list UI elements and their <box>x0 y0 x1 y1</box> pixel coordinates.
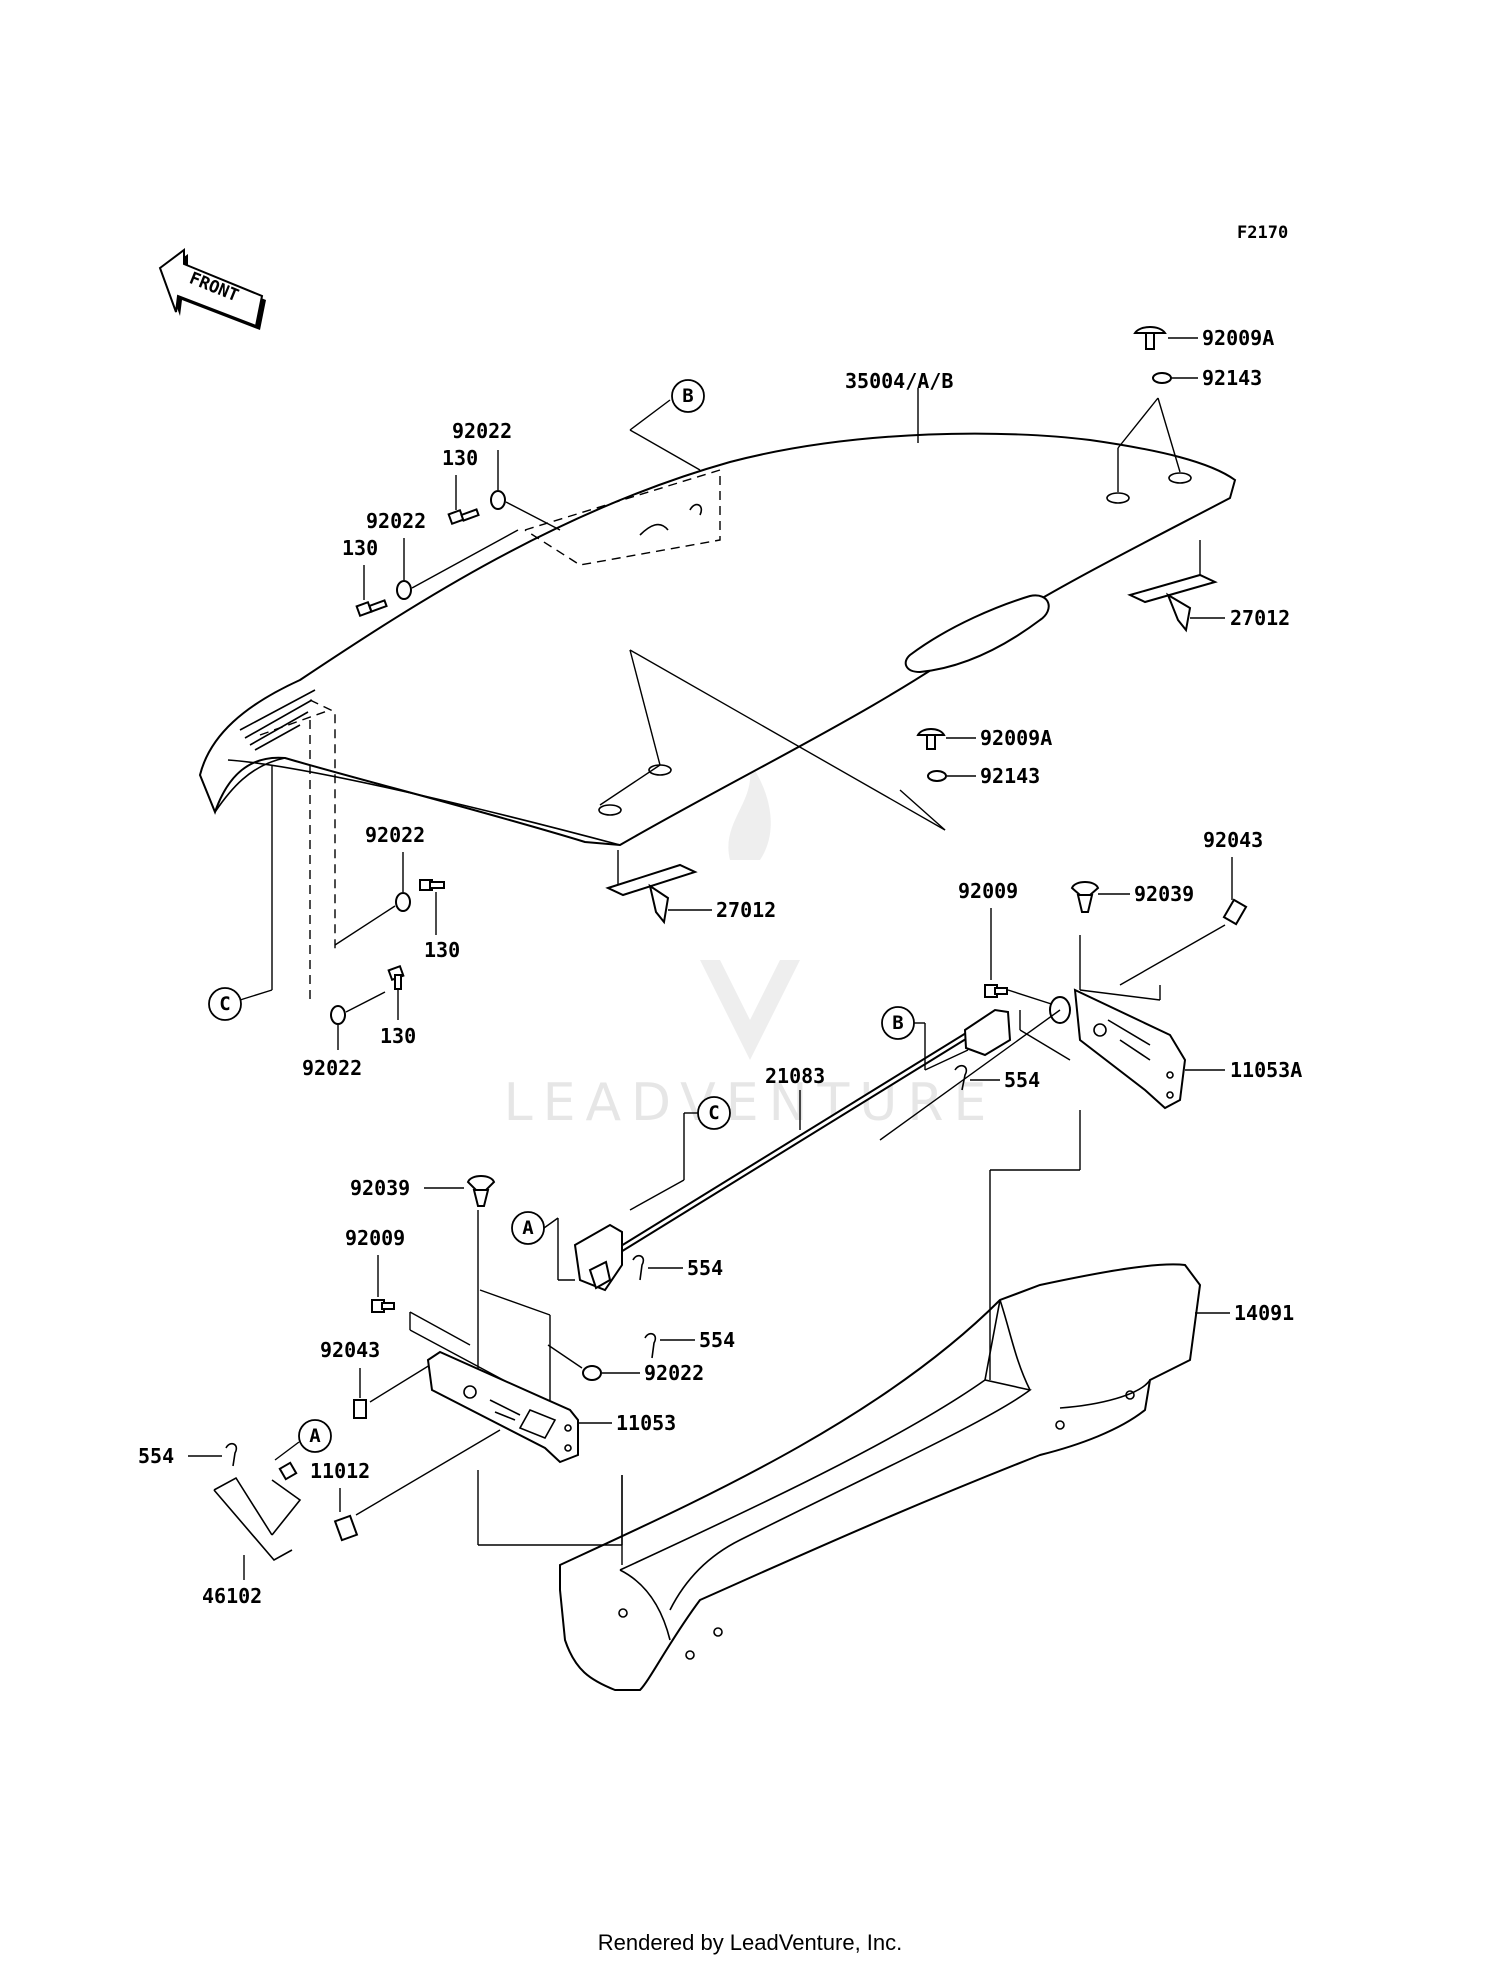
footer-credit: Rendered by LeadVenture, Inc. <box>598 1930 903 1955</box>
washer-92022-a <box>490 490 506 510</box>
front-arrow-icon: FRONT <box>158 248 266 330</box>
part-label-554-a: 554 <box>1004 1068 1040 1092</box>
part-label-11053A: 11053A <box>1230 1058 1302 1082</box>
cotter-pin-554-d <box>225 1442 238 1467</box>
part-label-92009A-top: 92009A <box>1202 326 1274 350</box>
washer-92143-top <box>1152 372 1172 384</box>
part-label-92009-left: 92009 <box>345 1226 405 1250</box>
part-label-92143-top: 92143 <box>1202 366 1262 390</box>
roof-panel <box>198 432 1237 1000</box>
part-label-92022-d: 92022 <box>302 1056 362 1080</box>
prop-rod-46102 <box>213 1461 302 1562</box>
figure-code: F2170 <box>1237 223 1288 243</box>
part-label-130-a: 130 <box>442 446 478 470</box>
part-label-92022-c: 92022 <box>365 823 425 847</box>
part-label-11053: 11053 <box>616 1411 676 1435</box>
bolt-130-a <box>447 508 480 526</box>
bolt-130-d <box>387 964 405 990</box>
bolt-92009-left <box>371 1299 395 1313</box>
part-label-27012-right: 27012 <box>1230 606 1290 630</box>
part-label-92043-left: 92043 <box>320 1338 380 1362</box>
bolt-130-b <box>355 599 388 618</box>
cap-11012 <box>333 1514 359 1542</box>
part-label-92022-a: 92022 <box>452 419 512 443</box>
cotter-pin-554-b <box>632 1254 645 1281</box>
rivet-92039-right <box>1070 881 1100 913</box>
part-label-130-b: 130 <box>342 536 378 560</box>
rivet-92039-left <box>466 1175 496 1207</box>
pin-92043-left <box>353 1399 367 1419</box>
clip-27012-center <box>605 863 698 925</box>
cotter-pin-554-c <box>644 1332 657 1359</box>
callout-C-mid: C <box>708 1102 719 1124</box>
part-label-92043-right: 92043 <box>1203 828 1263 852</box>
watermark-logo <box>700 760 800 1060</box>
bolt-92009-right <box>984 984 1008 998</box>
part-label-92143-mid: 92143 <box>980 764 1040 788</box>
bracket-11053 <box>426 1350 579 1464</box>
part-label-130-d: 130 <box>380 1024 416 1048</box>
callout-A-mid: A <box>522 1217 534 1239</box>
cotter-pin-554-a <box>954 1064 968 1091</box>
part-label-92039-left: 92039 <box>350 1176 410 1200</box>
panel-14091 <box>559 1263 1202 1691</box>
part-label-14091: 14091 <box>1234 1301 1294 1325</box>
part-label-92022-b: 92022 <box>366 509 426 533</box>
part-label-554-b: 554 <box>687 1256 723 1280</box>
screw-92009A-top <box>1133 326 1167 350</box>
part-label-92009-right: 92009 <box>958 879 1018 903</box>
rod-21083 <box>573 996 1071 1292</box>
part-label-27012-center: 27012 <box>716 898 776 922</box>
part-label-92009A-mid: 92009A <box>980 726 1052 750</box>
washer-92022-d <box>330 1005 346 1025</box>
part-label-46102: 46102 <box>202 1584 262 1608</box>
washer-92022-e <box>582 1365 602 1381</box>
washer-92022-c <box>395 892 411 912</box>
bolt-130-c <box>419 879 445 891</box>
washer-92143-mid <box>927 770 947 782</box>
part-label-92039-right: 92039 <box>1134 882 1194 906</box>
watermark-text: LEADVENTURE <box>504 1073 997 1133</box>
callout-A-low: A <box>309 1425 321 1447</box>
part-label-554-d: 554 <box>138 1444 174 1468</box>
callout-B-top: B <box>682 385 693 407</box>
part-label-11012: 11012 <box>310 1459 370 1483</box>
part-label-92022-e: 92022 <box>644 1361 704 1385</box>
washer-92022-b <box>396 580 412 600</box>
part-label-130-c: 130 <box>424 938 460 962</box>
part-label-35004: 35004/A/B <box>845 369 953 393</box>
part-label-21083: 21083 <box>765 1064 825 1088</box>
callout-C-left: C <box>219 993 230 1015</box>
screw-92009A-mid <box>916 728 946 750</box>
pin-92043-right <box>1222 898 1248 926</box>
callout-B-right: B <box>892 1012 903 1034</box>
clip-27012-right <box>1127 573 1218 633</box>
part-label-554-c: 554 <box>699 1328 735 1352</box>
bracket-11053A <box>1073 988 1187 1110</box>
